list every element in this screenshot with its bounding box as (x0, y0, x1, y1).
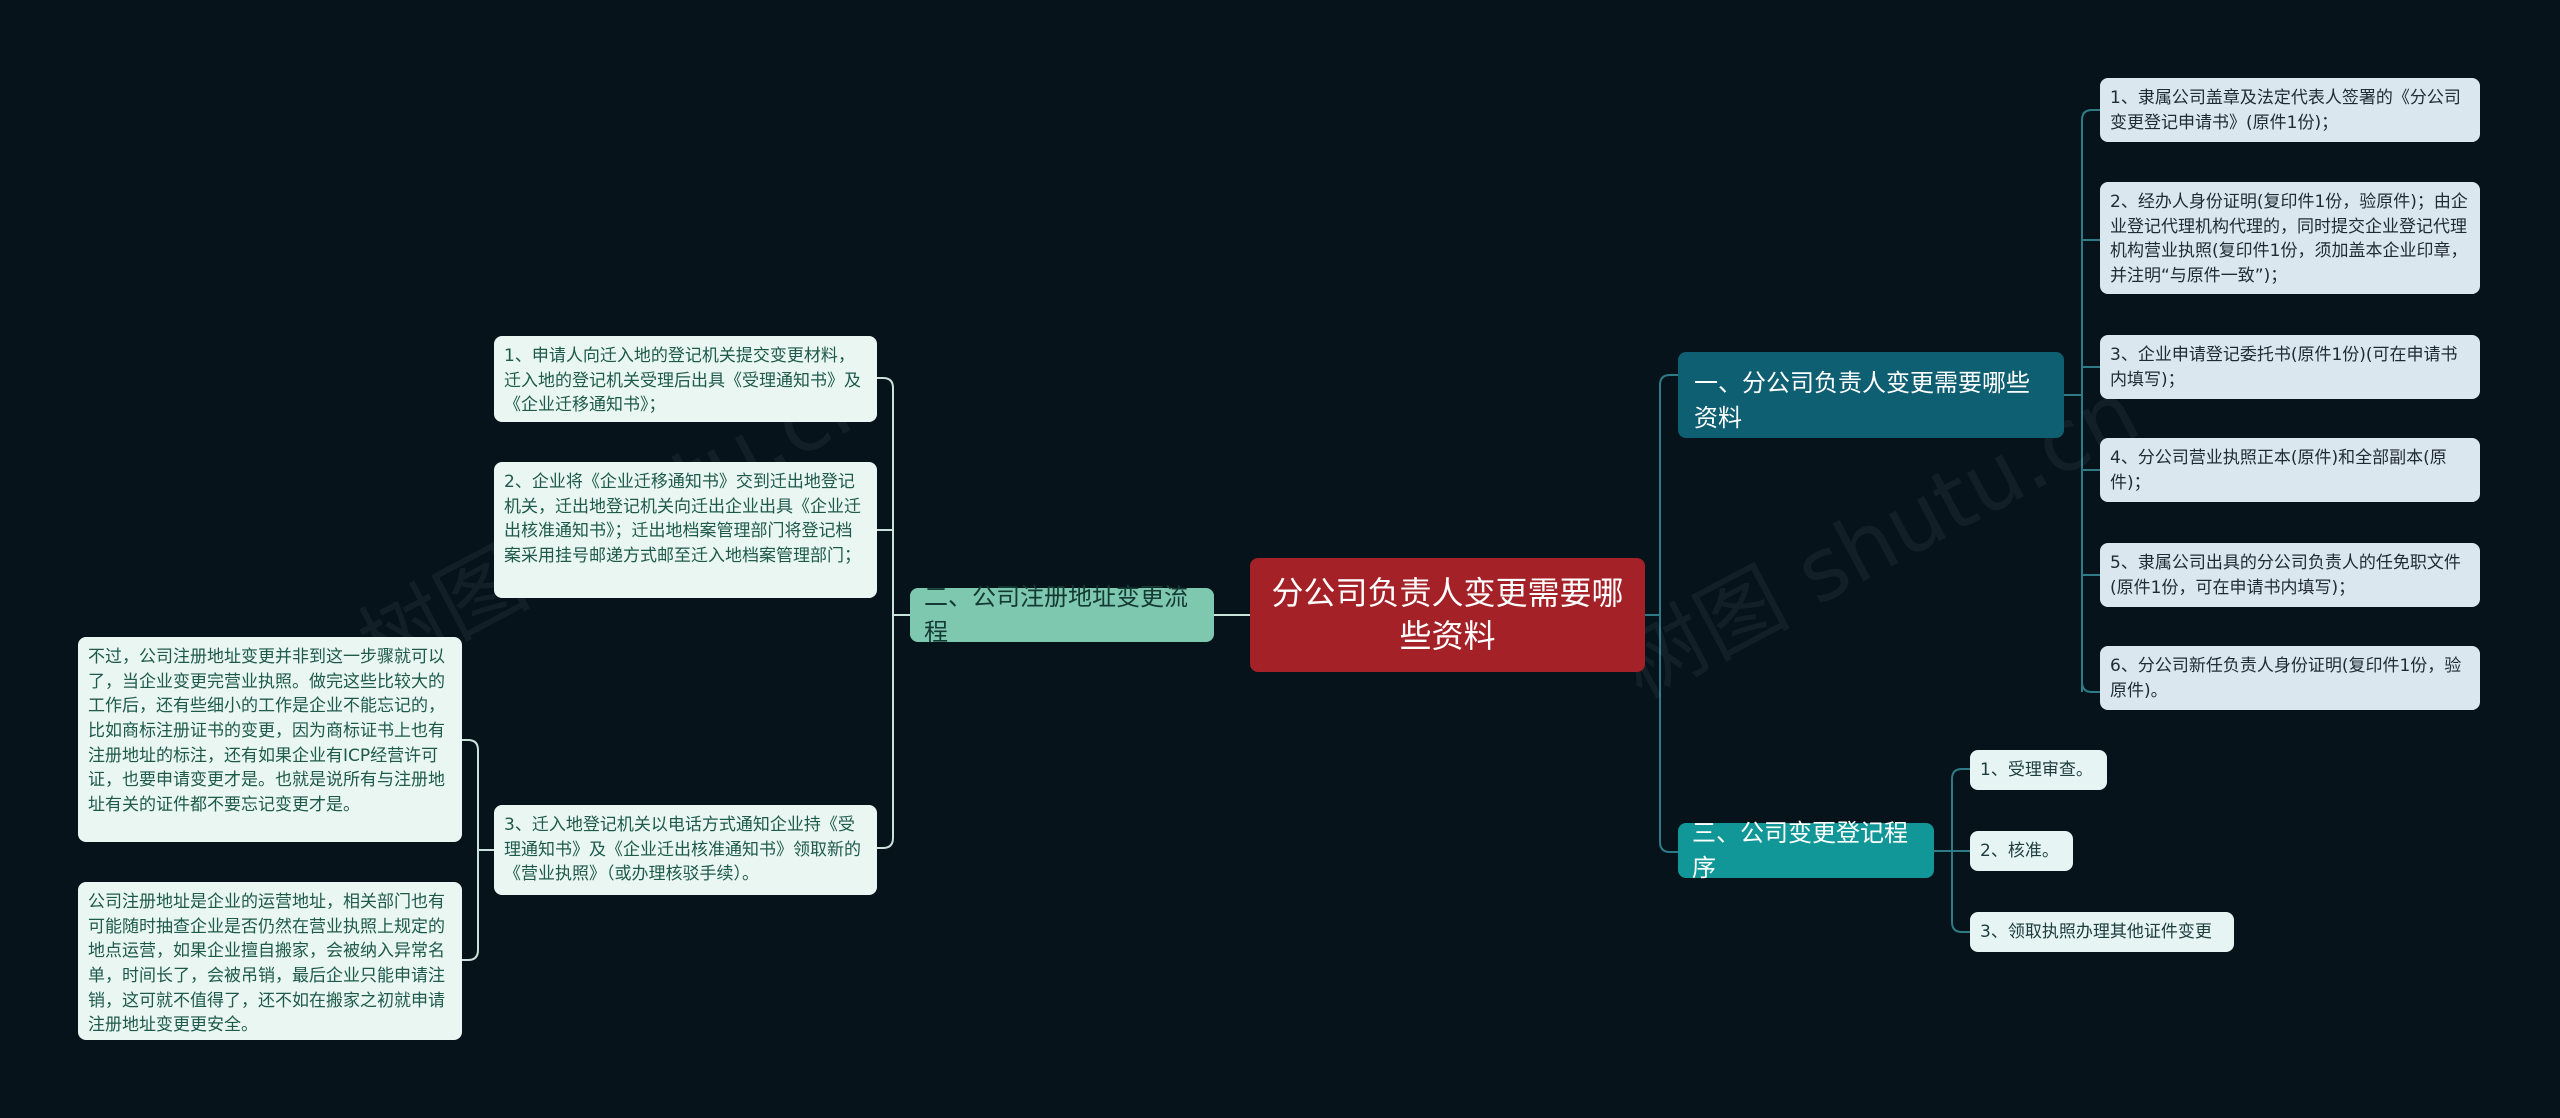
address-step-2[interactable]: 2、企业将《企业迁移通知书》交到迁出地登记机关，迁出地登记机关向迁出企业出具《企… (494, 462, 877, 598)
procedure-item-1[interactable]: 1、受理审查。 (1970, 750, 2107, 790)
materials-item-4[interactable]: 4、分公司营业执照正本(原件)和全部副本(原件)； (2100, 438, 2480, 502)
address-step-1[interactable]: 1、申请人向迁入地的登记机关提交变更材料，迁入地的登记机关受理后出具《受理通知书… (494, 336, 877, 422)
materials-item-2[interactable]: 2、经办人身份证明(复印件1份，验原件)；由企业登记代理机构代理的，同时提交企业… (2100, 182, 2480, 294)
materials-item-1[interactable]: 1、隶属公司盖章及法定代表人签署的《分公司变更登记申请书》(原件1份)； (2100, 78, 2480, 142)
materials-item-6[interactable]: 6、分公司新任负责人身份证明(复印件1份，验原件)。 (2100, 646, 2480, 710)
root-topic[interactable]: 分公司负责人变更需要哪些资料 (1250, 558, 1645, 672)
procedure-item-2[interactable]: 2、核准。 (1970, 831, 2073, 871)
address-note-2[interactable]: 公司注册地址是企业的运营地址，相关部门也有可能随时抽查企业是否仍然在营业执照上规… (78, 882, 462, 1040)
branch-address-change[interactable]: 二、公司注册地址变更流程 (910, 583, 1214, 646)
materials-item-3[interactable]: 3、企业申请登记委托书(原件1份)(可在申请书内填写)； (2100, 335, 2480, 399)
materials-item-5[interactable]: 5、隶属公司出具的分公司负责人的任免职文件(原件1份，可在申请书内填写)； (2100, 543, 2480, 607)
branch-registration-procedure[interactable]: 三、公司变更登记程序 (1678, 819, 1934, 882)
address-step-3[interactable]: 3、迁入地登记机关以电话方式通知企业持《受理通知书》及《企业迁出核准通知书》领取… (494, 805, 877, 895)
branch-materials[interactable]: 一、分公司负责人变更需要哪些资料 (1678, 352, 2064, 438)
procedure-item-3[interactable]: 3、领取执照办理其他证件变更 (1970, 912, 2234, 952)
address-note-1[interactable]: 不过，公司注册地址变更并非到这一步骤就可以了，当企业变更完营业执照。做完这些比较… (78, 637, 462, 842)
